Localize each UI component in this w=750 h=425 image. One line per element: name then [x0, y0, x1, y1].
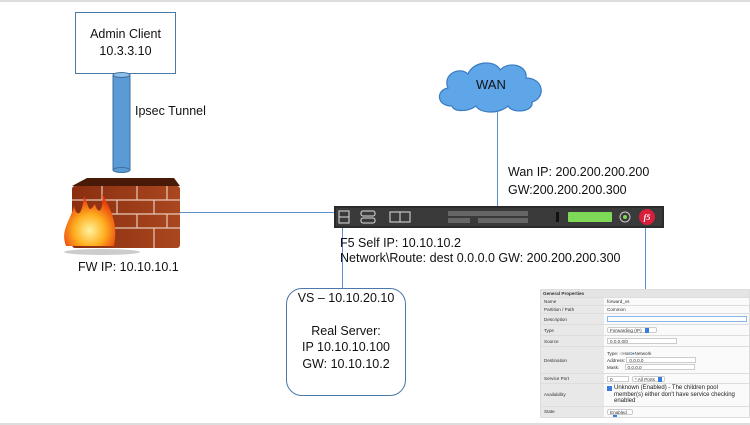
top-edge [0, 0, 750, 2]
service-port-select-value: * All Ports [635, 376, 655, 382]
real-server-ip: IP 10.10.10.100 [301, 340, 391, 354]
type-select[interactable]: Forwarding (IP) [607, 327, 657, 334]
wan-cloud-icon [438, 62, 542, 113]
type-label: Type [541, 325, 604, 335]
service-port-label: Service Port [541, 374, 604, 383]
network-radio[interactable]: ● [631, 350, 635, 356]
firewall-label: FW IP: 10.10.10.1 [78, 260, 179, 274]
admin-client-name: Admin Client [90, 27, 161, 41]
state-select-value: Enabled [610, 409, 627, 415]
host-radio[interactable]: ○ [619, 350, 623, 356]
vs-label: VS – 10.10.20.10 [297, 291, 395, 305]
fw-f5-link [178, 212, 336, 213]
host-label: Host [622, 350, 632, 356]
service-port-input[interactable]: 0 [607, 375, 629, 382]
admin-client-box: Admin Client 10.3.3.10 [75, 12, 176, 74]
name-label: Name [541, 298, 604, 305]
destination-label: Destination [541, 347, 604, 373]
address-label: Address: [607, 357, 626, 363]
bottom-edge [0, 423, 750, 425]
mask-label: Mask: [607, 364, 620, 370]
description-input[interactable] [607, 316, 747, 322]
select-arrow-icon [644, 328, 649, 334]
f5-vs-link [342, 227, 343, 289]
vs-box: VS – 10.10.20.10 Real Server: IP 10.10.1… [286, 288, 406, 396]
source-label: Source [541, 336, 604, 346]
availability-status-icon [607, 386, 612, 391]
mask-input[interactable]: 0.0.0.0 [624, 363, 695, 370]
availability-value: Unknown (Enabled) - The children pool me… [614, 385, 735, 405]
type-select-value: Forwarding (IP) [610, 328, 642, 333]
source-input[interactable]: 0.0.0.0/0 [607, 338, 677, 344]
f5-panel-link [645, 227, 646, 289]
wan-label: WAN [476, 77, 506, 92]
wan-ip-label: Wan IP: 200.200.200.200 [508, 165, 650, 179]
admin-client-ip: 10.3.3.10 [99, 44, 152, 58]
network-label: Network [634, 350, 652, 356]
address-input[interactable]: 0.0.0.0 [626, 356, 697, 363]
dest-type-label: Type: [607, 350, 619, 356]
f5-self-ip-label: F5 Self IP: 10.10.10.2 [340, 236, 461, 250]
tunnel-label: Ipsec Tunnel [135, 104, 206, 118]
select-arrow-icon [613, 415, 617, 417]
state-label: State [541, 406, 604, 417]
select-arrow-icon [657, 376, 662, 382]
availability-label: Availability [541, 384, 604, 406]
partition-value: Common [604, 306, 749, 313]
name-value: forward_vs [604, 298, 749, 305]
service-port-select[interactable]: * All Ports [632, 375, 665, 382]
f5-route-label: Network\Route: dest 0.0.0.0 GW: 200.200.… [340, 251, 621, 265]
real-server-label: Real Server: [311, 323, 381, 338]
svg-text:f5: f5 [644, 213, 651, 222]
state-select[interactable]: Enabled [607, 408, 633, 417]
wan-f5-link [497, 108, 498, 208]
tunnel-cylinder-icon [112, 72, 131, 173]
description-label: Description [541, 314, 604, 324]
real-server-gw: GW: 10.10.10.2 [302, 356, 390, 371]
wan-gw-label: GW:200.200.200.300 [508, 183, 627, 197]
partition-label: Partition / Path [541, 306, 604, 313]
f5-device-icon: f5 [334, 206, 664, 228]
panel-title: General Properties [541, 290, 749, 297]
firewall-icon [64, 178, 180, 255]
